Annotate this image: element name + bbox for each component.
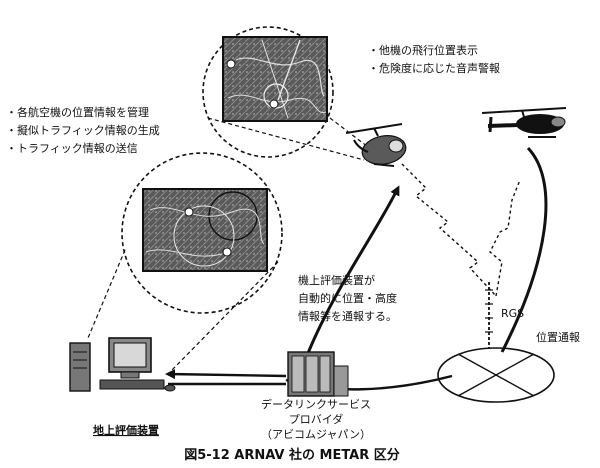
callout-top-line-1: ・他機の飛行位置表示 [368,43,478,57]
radio-link-helicopter [401,163,497,297]
other-helicopter-icon [481,107,567,138]
magnified-display-circle-bottom [121,152,283,314]
callout-left-line-2: ・擬似トラフィック情報の生成 [6,123,160,137]
figure-caption: 図5-12 ARNAV 社の METAR 区分 [184,447,400,463]
callout-mid-line-2: 自動的に位置・高度 [298,291,397,305]
zoom-leader-bottom-2 [169,261,279,373]
provider-server-rack-icon [287,351,349,397]
provider-label-line-2: プロバイダ [289,412,344,426]
callout-top-line-2: ・危険度に応じた音声警報 [368,61,500,75]
ground-computer-icon [69,337,176,392]
rgs-antenna-icon [485,282,493,350]
position-report-label: 位置通報 [536,330,580,344]
provider-to-ground-arrow-upper [165,369,287,380]
provider-label-line-1: データリンクサービス [261,397,371,411]
airborne-map-display [222,36,328,122]
evaluation-helicopter-icon [345,123,407,167]
network-ellipse [437,347,555,403]
uplink-arrow [298,185,400,375]
ground-station-label: 地上評価装置 [93,423,159,437]
zoom-leader-bottom-1 [87,249,126,339]
zoom-leader-top-1 [207,117,365,161]
provider-label-line-3: （アビコムジャパン） [261,428,371,441]
callout-mid-line-3: 情報等を通報する。 [298,309,397,323]
callout-mid-line-1: 機上評価装置が [298,273,375,287]
callout-left-line-1: ・各航空機の位置情報を管理 [6,105,149,119]
callout-left-line-3: ・トラフィック情報の送信 [6,141,138,155]
position-report-curve [500,146,548,353]
rgs-label: RGS [501,307,524,320]
ground-map-display [142,188,268,272]
magnified-display-circle-top [202,26,334,158]
radio-link-other [489,179,521,297]
